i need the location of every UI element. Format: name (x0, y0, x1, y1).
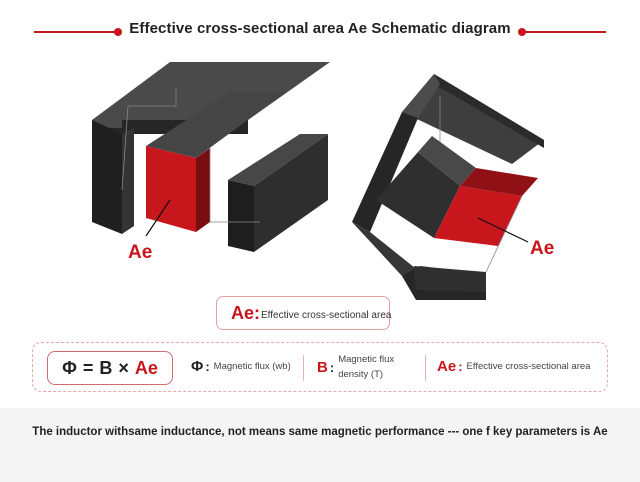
legend-text-ae: Effective cross-sectional area (466, 361, 591, 372)
ae-label-left: Ae (128, 242, 153, 263)
legend-symbol-ae: Ae (437, 358, 457, 375)
e-core-middle-side (196, 148, 210, 232)
legend-colon-ae: : (458, 359, 463, 374)
ae-cross-section-left (146, 146, 196, 232)
definition-text: Effective cross-sectional area (261, 309, 392, 321)
legend-text-phi: Magnetic flux (wb) (213, 361, 291, 372)
legend-text-b-line1: Magnetic flux (338, 354, 395, 365)
ae-cross-section-right-edge (460, 168, 538, 196)
legend-item-phi: Φ : Magnetic flux (wb) (191, 358, 291, 375)
legend-item-b: B : Magnetic flux density (T) (317, 352, 394, 382)
e-core-middle-top (146, 92, 286, 158)
formula-phi: Φ (62, 357, 77, 378)
e-core-right (352, 74, 544, 300)
e-core-outline-2 (209, 148, 260, 223)
e-core-r-middle-top (376, 152, 460, 238)
e-core-left (92, 62, 330, 252)
e-core-r-spine-front (352, 112, 418, 232)
e-core-left-leg-side (122, 128, 134, 234)
title-line-left (34, 31, 116, 33)
definition-colon: : (254, 302, 261, 323)
title-line-right (524, 31, 606, 33)
legend-divider-2 (425, 355, 426, 381)
legend-text-b: Magnetic flux density (T) (338, 352, 394, 382)
legend-symbol-b: B (317, 358, 328, 376)
page-title: Effective cross-sectional area Ae Schema… (129, 20, 511, 37)
title-dot-left (114, 28, 122, 36)
legend-text-b-line2: density (T) (338, 369, 384, 380)
e-core-left-leg-front (92, 120, 122, 234)
e-core-r-middle-upper (418, 136, 476, 186)
ae-pointer-left (145, 199, 171, 237)
e-core-r-top-bar-top (402, 74, 544, 164)
e-core-right-leg-top (228, 134, 328, 186)
core-diagram (92, 62, 544, 300)
e-core-right-leg-side (254, 134, 328, 252)
title-dot-right (518, 28, 526, 36)
ae-label-right: Ae (530, 238, 555, 259)
legend-colon-b: : (329, 359, 335, 375)
formula-times: × (118, 357, 129, 378)
definition-symbol: Ae (231, 302, 255, 323)
e-core-outline-1 (121, 88, 177, 191)
e-core-r-bottom-leg-top (352, 222, 420, 276)
title-row: Effective cross-sectional area Ae Schema… (0, 14, 640, 50)
legend-item-ae: Ae : Effective cross-sectional area (437, 358, 590, 375)
definition-box: Ae : Effective cross-sectional area (216, 296, 392, 330)
footer-band: The inductor withsame inductance, not me… (0, 408, 640, 482)
ae-cross-section-right (434, 186, 522, 246)
formula-equals: = (82, 357, 94, 378)
e-core-r-outline-2 (485, 195, 523, 273)
e-core-r-top-bar-front (434, 74, 544, 148)
formula-panel: Φ = B × Ae Φ : Magnetic flux (wb) B : Ma… (32, 342, 608, 392)
e-core-r-spine-side (402, 74, 440, 118)
formula-ae: Ae (134, 357, 158, 378)
footer-text: The inductor withsame inductance, not me… (32, 426, 608, 438)
formula-box: Φ = B × Ae (47, 351, 173, 385)
formula-b: B (99, 357, 113, 378)
e-core-r-bottom-bar (414, 266, 486, 292)
legend-divider-1 (303, 355, 304, 381)
legend-symbol-phi: Φ (191, 358, 204, 375)
legend-colon-phi: : (205, 359, 210, 374)
e-core-back-top (92, 62, 330, 120)
e-core-right-leg-front (228, 180, 254, 252)
ae-pointer-right (477, 217, 529, 243)
